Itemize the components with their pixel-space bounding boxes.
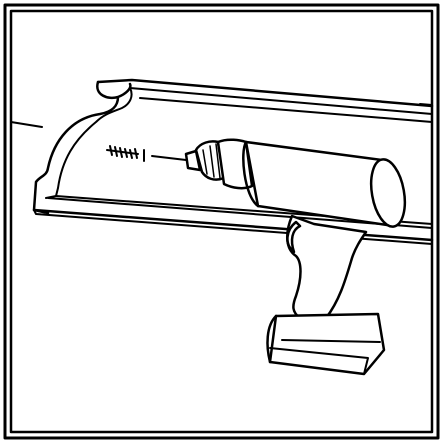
cordless-drill-icon bbox=[151, 138, 407, 376]
inner-frame bbox=[9, 9, 434, 434]
screw-icon bbox=[106, 145, 145, 162]
ceiling-line bbox=[10, 121, 43, 128]
outer-frame bbox=[3, 3, 440, 440]
